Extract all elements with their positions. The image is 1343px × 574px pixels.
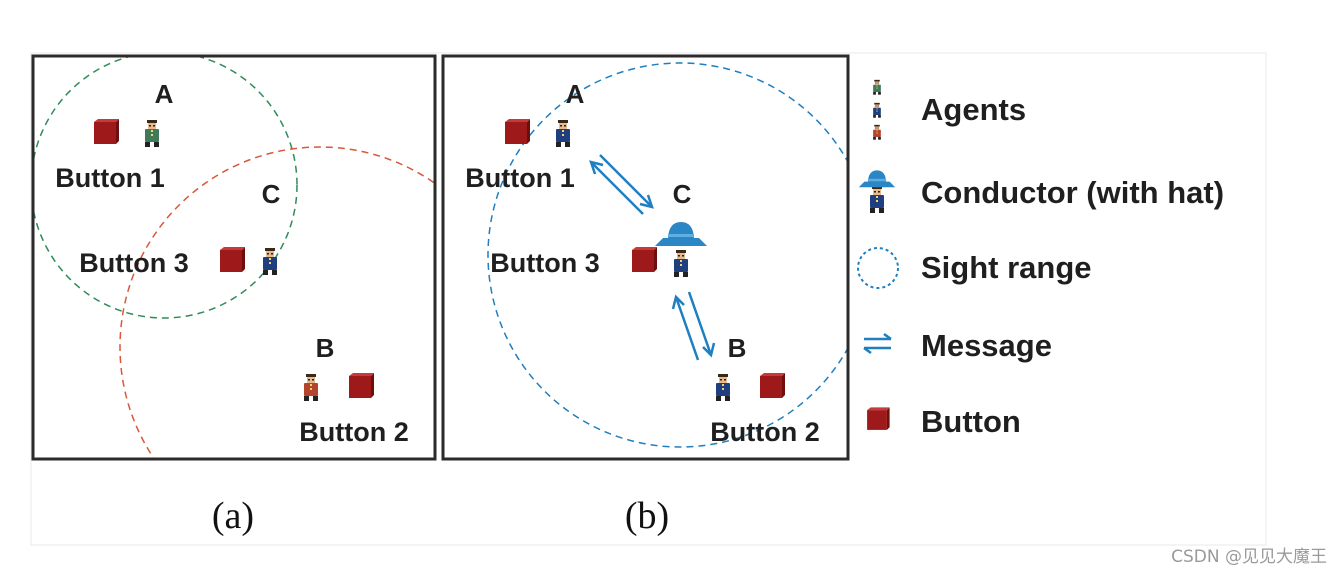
button-3-icon <box>220 247 245 272</box>
button-1-icon <box>94 119 119 144</box>
button-label-2: Button 2 <box>710 417 819 447</box>
caption-b: (b) <box>625 495 669 537</box>
agent-label-b: B <box>316 333 335 363</box>
legend-label-button: Button <box>921 404 1021 439</box>
message-arrow-c-b <box>671 291 716 361</box>
agent-label-b: B <box>728 333 747 363</box>
legend-label-sight-range: Sight range <box>921 250 1092 285</box>
hat-icon <box>655 222 707 246</box>
button-icon <box>867 407 890 430</box>
button-1-icon <box>505 119 530 144</box>
panel-a: A Button 1 C Button 3 B Button 2 <box>31 54 437 461</box>
agent-c-icon <box>263 248 277 275</box>
agents-icon <box>873 79 881 140</box>
conductor-icon <box>674 250 688 277</box>
button-label-1: Button 1 <box>465 163 574 193</box>
button-label-3: Button 3 <box>490 248 599 278</box>
agent-a-icon <box>145 120 159 147</box>
sight-range-conductor <box>487 62 848 448</box>
button-2-icon <box>349 373 374 398</box>
sight-range-a <box>33 56 298 319</box>
legend-label-message: Message <box>921 328 1052 363</box>
legend: Agents Conductor (with hat) Sight range … <box>857 79 1224 439</box>
agent-label-a: A <box>566 79 585 109</box>
caption-a: (a) <box>212 495 254 537</box>
button-3-icon <box>632 247 657 272</box>
conductor-icon <box>858 170 896 213</box>
legend-label-agents: Agents <box>921 92 1026 127</box>
page-border <box>30 52 1267 546</box>
legend-label-conductor: Conductor (with hat) <box>921 175 1224 210</box>
message-arrow-a-c <box>589 154 654 215</box>
button-2-icon <box>760 373 785 398</box>
panel-b: A Button 1 C Button 3 B Button 2 <box>441 54 850 461</box>
button-label-1: Button 1 <box>55 163 164 193</box>
agent-label-a: A <box>155 79 174 109</box>
sight-range-b-c <box>119 146 435 459</box>
panel-b-frame <box>441 54 850 461</box>
agent-label-c: C <box>262 179 281 209</box>
agent-a-icon <box>556 120 570 147</box>
button-label-2: Button 2 <box>299 417 408 447</box>
button-label-3: Button 3 <box>79 248 188 278</box>
sight-range-icon <box>857 247 899 289</box>
watermark: CSDN @见见大魔王 <box>1171 547 1327 567</box>
message-icon <box>863 332 892 355</box>
panel-a-frame <box>31 54 437 461</box>
agent-b-icon <box>304 374 318 401</box>
agent-b-icon <box>716 374 730 401</box>
agent-label-c: C <box>673 179 692 209</box>
